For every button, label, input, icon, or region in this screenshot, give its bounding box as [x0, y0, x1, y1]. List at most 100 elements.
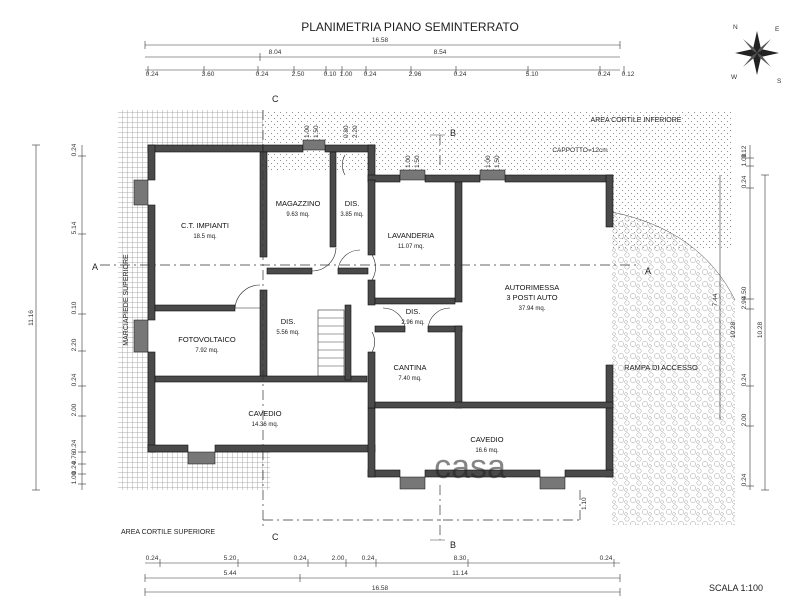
dimensions-left: 11.16 0.245.140.102.200.242.000.240.760.… [28, 143, 86, 491]
area-cortile-inferiore-texture [262, 110, 732, 170]
page-title: PLANIMETRIA PIANO SEMINTERRATO [301, 20, 519, 34]
dim-bot-1: 5.20 [224, 555, 237, 562]
section-a-left: A [92, 262, 98, 272]
room-cavedio2-name: CAVEDIO [470, 435, 503, 444]
dim-top-1: 3.60 [202, 71, 215, 78]
room-dis3-area: 2.96 mq. [401, 320, 425, 326]
marciapiede-texture [118, 110, 148, 490]
dim-top-2: 0.24 [256, 71, 269, 78]
dim-top-10: 0.24 [598, 71, 611, 78]
compass-n: N [733, 24, 738, 31]
dim-top-854: 8.54 [434, 49, 447, 56]
dim-top-3: 2.50 [292, 71, 305, 78]
dim-right-mid: 7.44 [712, 293, 719, 306]
room-fotovoltaico-area: 7.92 mq. [195, 348, 219, 354]
compass-s: S [777, 78, 782, 85]
svg-text:1.00: 1.00 [304, 125, 311, 138]
dim-top-0: 0.24 [146, 71, 159, 78]
room-labels: C.T. IMPIANTI 18.5 mq. MAGAZZINO 9.63 mq… [178, 199, 559, 454]
compass-w: W [731, 74, 738, 81]
windows [133, 139, 566, 490]
section-b-bottom: B [450, 540, 456, 550]
room-dis3-name: DIS. [406, 307, 421, 316]
dim-right-4: 2.90 [741, 296, 748, 309]
dim-left-0: 0.24 [71, 143, 78, 156]
rampa-texture [612, 212, 735, 525]
dim-bot-mid-2: 11.14 [452, 570, 468, 577]
dim-left-3: 2.20 [71, 338, 78, 351]
compass-rose: N E W S [731, 24, 782, 85]
room-cavedio1-area: 14.36 mq. [252, 422, 279, 428]
dim-left-total: 11.16 [28, 310, 35, 326]
room-cantina-area: 7.40 mq. [398, 376, 422, 382]
dim-right-1: 1.00 [741, 153, 748, 166]
dim-right-2: 0.24 [741, 175, 748, 188]
dim-top-6: 0.24 [364, 71, 377, 78]
scale-label: SCALA 1:100 [709, 583, 763, 593]
watermark: casa [434, 448, 506, 486]
dim-bot-5: 8.30 [454, 555, 467, 562]
dim-left-1: 5.14 [71, 221, 78, 234]
room-autorimessa-name: AUTORIMESSA [505, 283, 559, 292]
section-b-top: B [450, 128, 456, 138]
room-lavanderia-name: LAVANDERIA [388, 231, 434, 240]
dim-left-5: 2.00 [71, 403, 78, 416]
svg-text:1.50: 1.50 [414, 155, 421, 168]
dim-top-total: 16.58 [372, 37, 389, 44]
room-magazzino-area: 9.63 mq. [286, 212, 310, 218]
room-dis2-area: 5.56 mq. [276, 330, 300, 336]
label-marciapiede: MARCIAPIEDE SUPERIORE [123, 254, 130, 346]
dim-left-6: 0.24 [71, 439, 78, 452]
svg-text:1.50: 1.50 [494, 155, 501, 168]
room-dis1-name: DIS. [345, 199, 360, 208]
dim-right-3: 4.50 [741, 286, 748, 299]
dim-bot-2: 0.24 [294, 555, 307, 562]
marciapiede-top-texture [118, 110, 263, 150]
svg-text:1.10: 1.10 [581, 497, 588, 510]
room-lavanderia-area: 11.07 mq. [398, 244, 425, 250]
section-a-right: A [645, 266, 651, 276]
walls [147, 144, 614, 478]
dim-right-6: 2.00 [741, 413, 748, 426]
dim-top-8: 0.24 [454, 71, 467, 78]
doors [234, 154, 451, 353]
room-fotovoltaico-name: FOTOVOLTAICO [178, 335, 236, 344]
dim-left-2: 0.10 [71, 301, 78, 314]
dim-bot-mid-1: 5.44 [224, 570, 237, 577]
window-dims: 1.00 1.50 0.80 2.20 1.00 1.50 1.00 1.50 … [304, 125, 588, 510]
label-area-cortile-inferiore: AREA CORTILE INFERIORE [591, 117, 682, 124]
section-c-bottom: C [272, 532, 279, 542]
compass-e: E [775, 26, 780, 33]
dim-left-9: 1.00 [71, 471, 78, 484]
label-area-cortile-superiore: AREA CORTILE SUPERIORE [121, 529, 215, 536]
svg-text:1.00: 1.00 [405, 155, 412, 168]
area-labels: AREA CORTILE INFERIORE AREA CORTILE SUPE… [121, 117, 698, 536]
dim-left-4: 0.24 [71, 373, 78, 386]
dim-top-804: 8.04 [269, 49, 282, 56]
dim-right-5: 0.24 [741, 373, 748, 386]
room-dis2-name: DIS. [281, 317, 296, 326]
dim-top-5: 1.00 [340, 71, 353, 78]
label-rampa: RAMPA DI ACCESSO [624, 363, 698, 372]
svg-text:2.20: 2.20 [352, 125, 359, 138]
room-cavedio2-area: 16.6 mq. [475, 448, 499, 454]
dim-bot-0: 0.24 [146, 555, 159, 562]
dimensions-right: 0.121.000.244.502.900.242.000.24 10.28 7… [712, 145, 769, 491]
dim-left-8: 0.24 [71, 461, 78, 474]
room-ct-area: 18.5 mq. [193, 234, 217, 240]
dim-right-r1: 10.28 [730, 321, 737, 338]
room-cavedio1-name: CAVEDIO [248, 409, 281, 418]
section-lines: A A B B C C [92, 94, 651, 550]
room-magazzino-name: MAGAZZINO [276, 199, 321, 208]
label-cappotto: CAPPOTTO=12cm [552, 147, 607, 154]
rampa-curve [611, 211, 736, 301]
dim-bot-6: 0.24 [600, 555, 613, 562]
svg-text:0.80: 0.80 [343, 125, 350, 138]
dim-top-11: 0.12 [622, 71, 635, 78]
dim-right-0: 0.12 [741, 145, 748, 158]
svg-text:1.50: 1.50 [313, 125, 320, 138]
